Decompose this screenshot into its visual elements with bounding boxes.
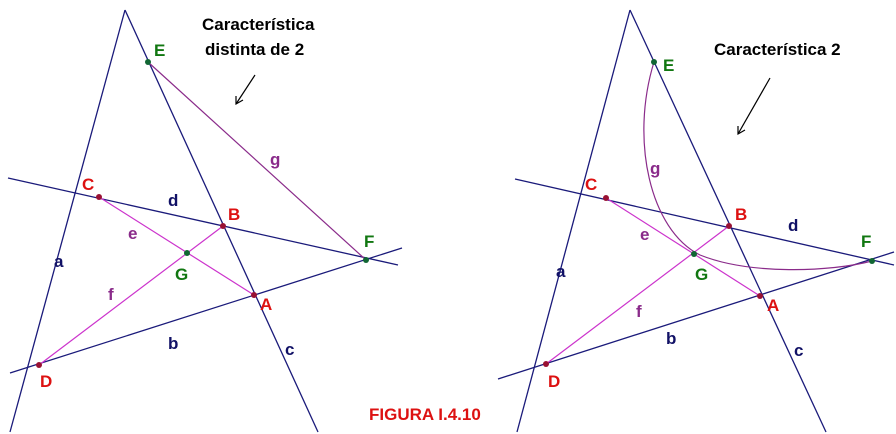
left-line-a [9,9,126,433]
right-point-f [869,258,875,264]
left-label-point-d: D [40,372,52,391]
figure-label: FIGURA I.4.10 [369,405,481,424]
right-label-point-d: D [548,372,560,391]
left-label-line-b: b [168,334,178,353]
right-point-c [603,195,609,201]
left-point-a [251,292,257,298]
left-label-point-c: C [82,175,94,194]
left-caption-line2: distinta de 2 [205,40,304,59]
left-line-f [38,225,224,366]
left-point-g [184,250,190,256]
left-label-point-a: A [260,295,272,314]
left-line-e [98,196,255,296]
right-label-point-g: G [695,265,708,284]
right-curve-g [643,61,873,271]
right-label-line-c: c [794,341,803,360]
right-point-a [757,293,763,299]
left-line-c [124,9,319,433]
left-point-b [220,223,226,229]
right-line-d [514,178,895,266]
right-label-line-e: e [640,225,649,244]
right-label-point-e: E [663,56,674,75]
right-label-point-c: C [585,175,597,194]
right-line-c [629,9,827,433]
left-point-f [363,257,369,263]
left-label-line-d: d [168,191,178,210]
left-label-point-b: B [228,205,240,224]
right-line-b [497,251,895,380]
right-diagram: A B C D E F G a b c d e f g Característi… [497,9,895,433]
right-point-d [543,361,549,367]
left-caption-line1: Característica [202,15,315,34]
right-label-point-f: F [861,232,871,251]
left-diagram: A B C D E F G a b c d e f g Característi… [7,9,403,433]
left-line-b [9,247,403,374]
left-label-line-c: c [285,340,294,359]
right-label-line-d: d [788,216,798,235]
right-point-b [726,223,732,229]
left-label-point-e: E [154,41,165,60]
right-point-e [651,59,657,65]
right-label-line-a: a [556,262,566,281]
right-label-line-g: g [650,159,660,178]
left-label-line-f: f [108,285,114,304]
left-label-line-a: a [54,252,64,271]
left-line-d [7,177,399,266]
left-label-line-g: g [270,150,280,169]
left-point-e [145,59,151,65]
right-point-g [691,251,697,257]
left-arrow-icon [235,74,256,106]
right-label-line-f: f [636,302,642,321]
left-label-point-g: G [175,265,188,284]
left-label-point-f: F [364,232,374,251]
right-line-a [516,9,631,433]
left-label-line-e: e [128,224,137,243]
left-point-d [36,362,42,368]
right-line-f [545,225,730,365]
right-arrow-icon [737,77,771,136]
right-caption: Característica 2 [714,40,841,59]
left-line-g [147,61,367,261]
right-line-e [605,197,761,297]
right-label-line-b: b [666,329,676,348]
right-label-point-a: A [767,296,779,315]
left-point-c [96,194,102,200]
right-label-point-b: B [735,205,747,224]
